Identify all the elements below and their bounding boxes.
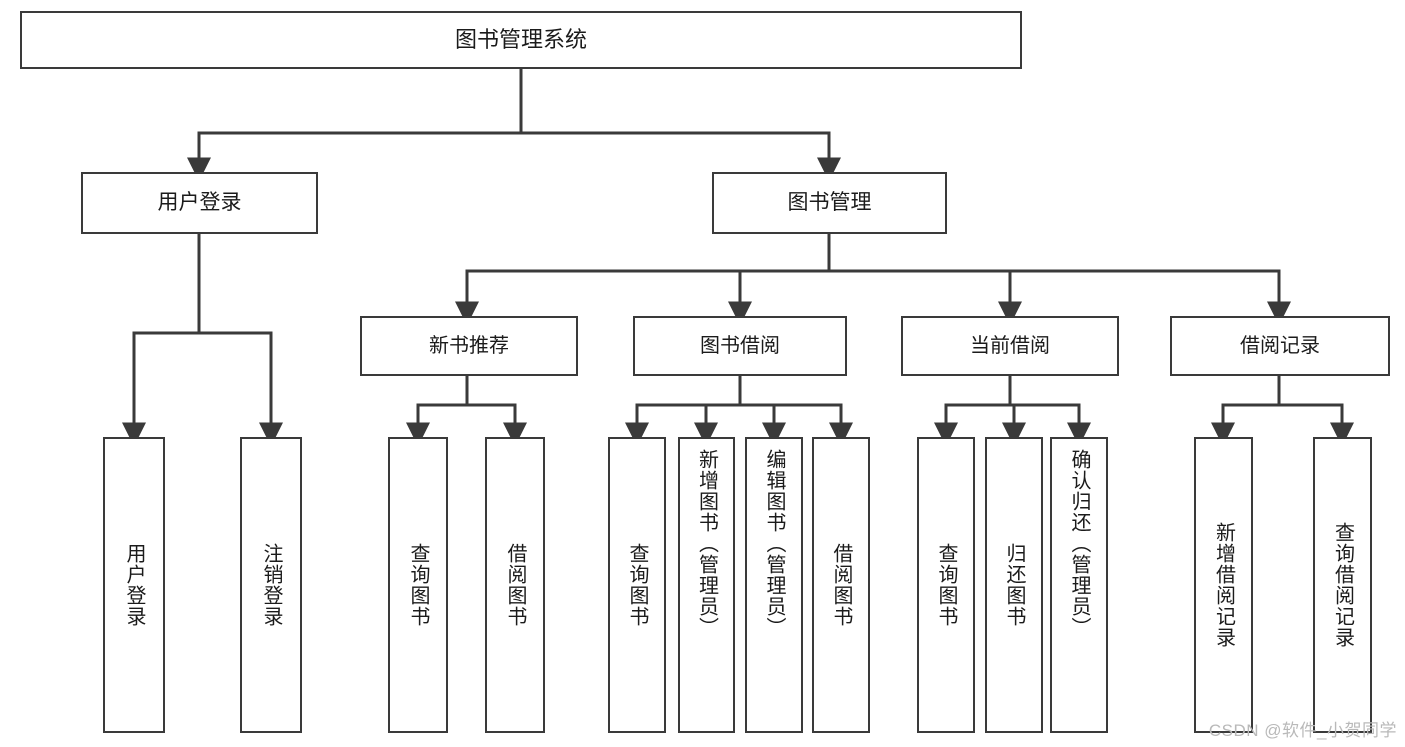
node-label: 归还图书: [1003, 543, 1025, 627]
node-label: 新增借阅记录: [1212, 522, 1235, 648]
node-leaf-归还图书-9[interactable]: 归还图书: [985, 437, 1043, 733]
node-leaf-查询借阅记录-12[interactable]: 查询借阅记录: [1313, 437, 1372, 733]
node-leaf-注销登录-1[interactable]: 注销登录: [240, 437, 302, 733]
node-label: 用户登录: [157, 191, 242, 215]
node-leaf-查询图书-2[interactable]: 查询图书: [388, 437, 448, 733]
watermark-text: CSDN @软件_小贺同学: [1208, 721, 1397, 740]
leaf-inner: 编辑图书（管理员）: [747, 445, 801, 729]
node-label: 查询借阅记录: [1331, 522, 1354, 648]
node-leaf-借阅图书-7[interactable]: 借阅图书: [812, 437, 870, 733]
node-label: 用户登录: [123, 543, 145, 627]
node-label: 注销登录: [260, 543, 282, 627]
node-label: 确认归还（管理员）: [1068, 449, 1090, 638]
node-root-图书管理系统[interactable]: 图书管理系统: [20, 11, 1022, 69]
node-label: 借阅记录: [1240, 334, 1320, 357]
node-leaf-新增借阅记录-11[interactable]: 新增借阅记录: [1194, 437, 1253, 733]
leaf-inner: 新增借阅记录: [1196, 445, 1251, 725]
node-leaf-查询图书-4[interactable]: 查询图书: [608, 437, 666, 733]
node-label: 借阅图书: [830, 543, 852, 627]
leaf-inner: 用户登录: [105, 445, 163, 725]
leaf-inner: 归还图书: [987, 445, 1041, 725]
node-leaf-借阅图书-3[interactable]: 借阅图书: [485, 437, 545, 733]
leaf-inner: 借阅图书: [814, 445, 868, 725]
node-label: 查询图书: [407, 543, 429, 627]
node-leaf-用户登录-0[interactable]: 用户登录: [103, 437, 165, 733]
node-leaf-新增图书管理员-5[interactable]: 新增图书（管理员）: [678, 437, 735, 733]
node-leaf-查询图书-8[interactable]: 查询图书: [917, 437, 975, 733]
node-label: 借阅图书: [504, 543, 526, 627]
node-leaf-确认归还管理员-10[interactable]: 确认归还（管理员）: [1050, 437, 1108, 733]
node-leaf-编辑图书管理员-6[interactable]: 编辑图书（管理员）: [745, 437, 803, 733]
node-level1-用户登录-0[interactable]: 用户登录: [81, 172, 318, 234]
leaf-inner: 借阅图书: [487, 445, 543, 725]
node-label: 图书管理系统: [454, 26, 587, 52]
node-label: 当前借阅: [970, 334, 1050, 357]
node-label: 图书管理: [787, 191, 872, 215]
leaf-inner: 查询借阅记录: [1315, 445, 1370, 725]
leaf-inner: 查询图书: [610, 445, 664, 725]
node-label: 新增图书（管理员）: [695, 449, 718, 638]
leaf-inner: 确认归还（管理员）: [1052, 445, 1106, 729]
leaf-inner: 查询图书: [390, 445, 446, 725]
leaf-inner: 新增图书（管理员）: [680, 445, 733, 729]
node-label: 图书借阅: [700, 334, 780, 357]
node-label: 编辑图书（管理员）: [763, 449, 785, 638]
leaf-inner: 注销登录: [242, 445, 300, 725]
node-label: 查询图书: [626, 543, 648, 627]
node-label: 新书推荐: [429, 334, 509, 357]
node-level1-图书管理-1[interactable]: 图书管理: [712, 172, 947, 234]
leaf-inner: 查询图书: [919, 445, 973, 725]
node-level2-图书借阅-1[interactable]: 图书借阅: [633, 316, 847, 376]
node-level2-借阅记录-3[interactable]: 借阅记录: [1170, 316, 1390, 376]
node-label: 查询图书: [935, 543, 957, 627]
node-level2-新书推荐-0[interactable]: 新书推荐: [360, 316, 578, 376]
node-level2-当前借阅-2[interactable]: 当前借阅: [901, 316, 1119, 376]
